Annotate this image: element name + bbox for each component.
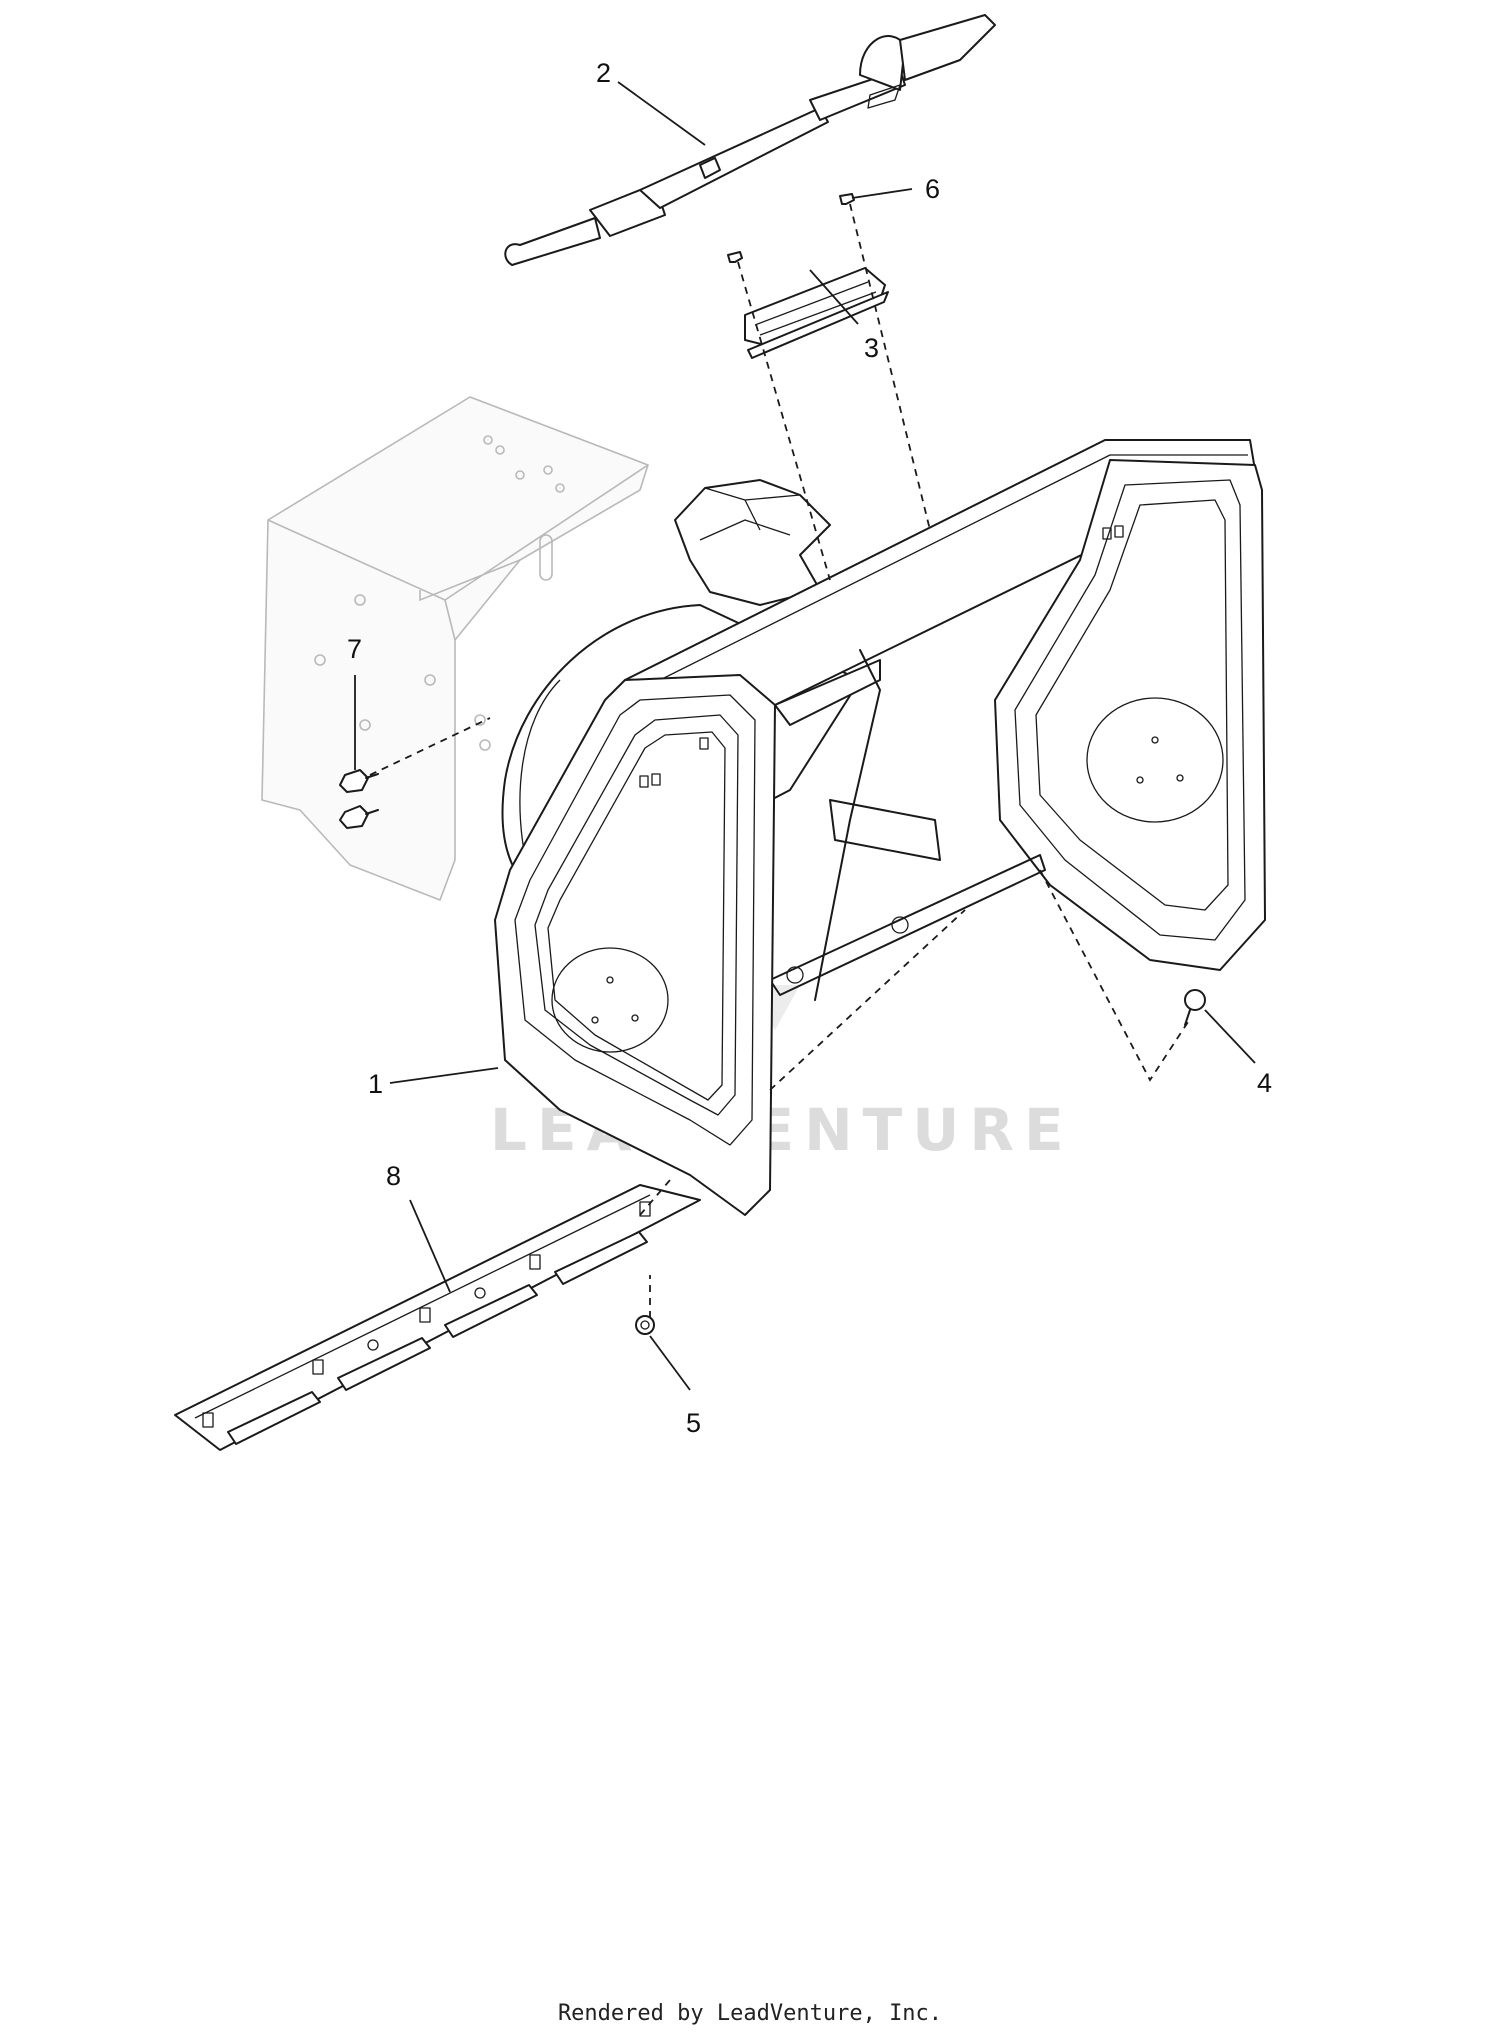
callout-labels: 2 6 3 7 1 4 8 5: [347, 58, 1272, 1438]
callout-8: 8: [386, 1161, 401, 1191]
callout-2: 2: [596, 58, 611, 88]
callout-1: 1: [368, 1069, 383, 1099]
callout-5: 5: [686, 1408, 701, 1438]
mounting-bolts: [339, 769, 379, 829]
callout-3: 3: [864, 333, 879, 363]
chute-crank-rod: [504, 14, 996, 266]
callout-6: 6: [925, 174, 940, 204]
plate-nut: [635, 1315, 655, 1335]
assembly-lines: [369, 203, 1189, 1318]
leader-lines: [354, 81, 1256, 1391]
callout-4: 4: [1257, 1068, 1272, 1098]
auger-housing: [494, 439, 1266, 1216]
footer-credit: Rendered by LeadVenture, Inc.: [558, 2001, 942, 2026]
shave-plate: [174, 1184, 701, 1451]
chute-bracket: [744, 267, 889, 359]
bracket-screws: [727, 193, 855, 263]
callout-7: 7: [347, 634, 362, 664]
side-bolt: [1184, 989, 1206, 1026]
